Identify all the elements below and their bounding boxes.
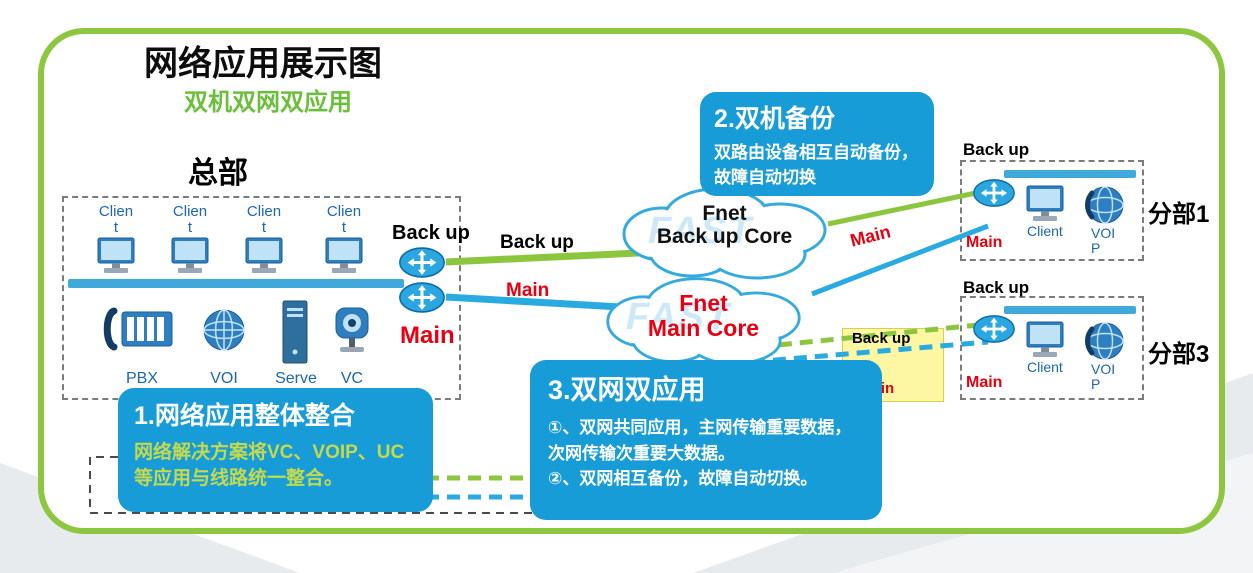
client-label: Client [246,203,282,236]
backup-link-label: Back up [500,232,574,253]
hq-client-4: Client [312,204,376,281]
hq-backup-router-label: Back up [392,222,470,244]
backup-core-cloud: FAST Fnet Back up Core [612,182,837,287]
computer-icon [1026,185,1064,221]
cloud-watermark: FAST [648,210,754,252]
computer-icon [97,237,135,273]
callout3-item2: ②、双网相互备份，故障自动切换。 [548,469,818,488]
callout1-body: 网络解决方案将VC、VOIP、UC等应用与线路统一整合。 [134,442,405,489]
highlight-backup-label: Back up [852,330,911,347]
hq-main-router-label: Main [400,322,455,349]
computer-icon [325,237,363,273]
callout3-item1: ①、双网共同应用，主网传输重要数据，次网传输次重要大数据。 [548,418,852,463]
branch1-title: 分部1 [1148,201,1210,228]
main-link-label: Main [506,280,550,301]
hq-client-3: Client [232,204,296,281]
cloud-name: Fnet [679,290,728,316]
callout2-body: 双路由设备相互自动备份，故障自动切换 [714,143,918,187]
branch3-main-label: Main [966,374,1003,391]
client-label: Client [326,203,362,236]
globe-voip-icon [203,309,245,351]
server-icon [282,300,308,364]
video-camera-icon [335,307,369,352]
router-icon [399,282,445,313]
router-icon [973,315,1015,343]
callout-dual-router-backup: 2.双机备份 双路由设备相互自动备份，故障自动切换 [700,92,934,196]
server-label: Serve [275,370,317,387]
voip-phone-icon [1085,186,1124,224]
branch3-client-label: Client [1027,359,1063,375]
callout1-title: 1.网络应用整体整合 [134,402,355,430]
hq-lan-bus [68,279,404,288]
client-label: Client [172,203,208,236]
branch3-voip-label: VOIP [1091,361,1116,392]
computer-icon [1026,321,1064,357]
client-label: Client [98,203,134,236]
pbx-icon [103,307,173,351]
branch1-client-label: Client [1027,223,1063,239]
cloud-name: Fnet [702,202,747,225]
hq-client-1: Client [84,204,148,281]
branch1-lan-bus [1004,170,1136,178]
callout2-title: 2.双机备份 [714,105,835,133]
router-icon [399,247,445,278]
branch1-backup-label: Back up [963,140,1030,159]
branch3-title: 分部3 [1148,341,1210,368]
callout3-title: 3.双网双应用 [548,375,706,405]
callout-network-integration: 1.网络应用整体整合 网络解决方案将VC、VOIP、UC等应用与线路统一整合。 [118,388,433,512]
callout-dual-network-apps: 3.双网双应用 ①、双网共同应用，主网传输重要数据，次网传输次重要大数据。 ②、… [530,360,882,520]
router-icon [973,179,1015,207]
voip-label: VOI [210,370,238,387]
hq-title: 总部 [188,157,248,190]
branch1-voip-label: VOIP [1091,225,1116,256]
page-title: 网络应用展示图 [144,45,382,83]
vc-label: VC [340,370,364,387]
cloud-role: Back up Core [656,225,793,248]
cloud-shape [622,187,827,280]
computer-icon [245,237,283,273]
page-subtitle: 双机双网双应用 [184,89,352,116]
cloud-role: Main Core [647,315,760,341]
branch1-main-label: Main [966,234,1003,251]
main-core-cloud: FAST Fnet Main Core [596,272,811,372]
computer-icon [171,237,209,273]
pbx-label: PBX [125,370,158,387]
branch3-lan-bus [1004,306,1136,314]
voip-phone-icon [1085,322,1124,360]
hq-client-2: Client [158,204,222,281]
branch3-backup-label: Back up [963,278,1030,297]
